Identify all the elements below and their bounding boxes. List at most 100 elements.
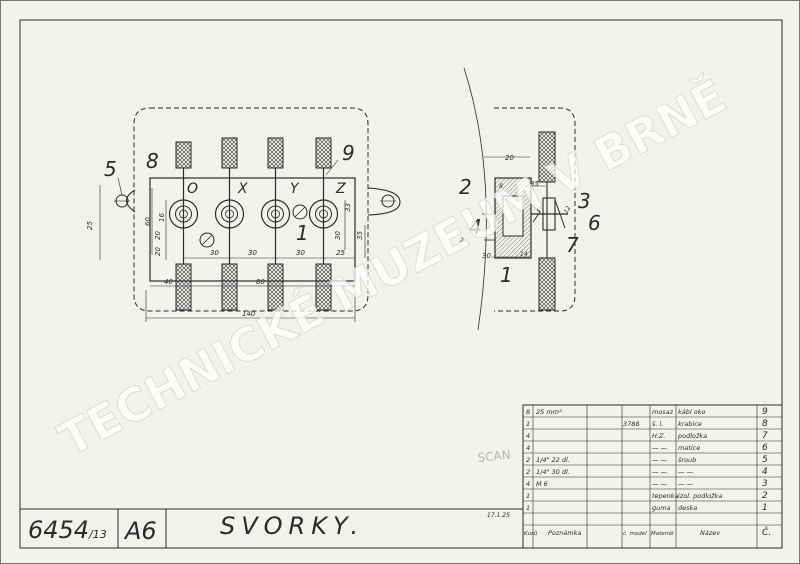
svg-text:20: 20 <box>505 154 514 162</box>
table-cell-name: krabice <box>678 420 702 428</box>
parts-rows: 8 25 mm² mosaz kábl oko 9 1 3788 š. l. krabice 8 4… <box>526 407 768 513</box>
nut-side <box>542 197 556 231</box>
svg-text:20: 20 <box>154 231 162 240</box>
svg-text:20: 20 <box>154 247 162 256</box>
table-cell-qty: 2 <box>526 468 530 476</box>
svg-text:80: 80 <box>256 278 265 286</box>
table-cell-pos: 9 <box>762 407 768 417</box>
table-cell-spec: M 6 <box>536 480 548 488</box>
terminal-box-front-view <box>99 107 401 322</box>
svg-text:2: 2 <box>460 237 464 244</box>
table-cell-mat: H.Z. <box>652 432 665 440</box>
table-cell-pos: 5 <box>762 455 768 465</box>
svg-text:č. model: č. model <box>623 530 647 537</box>
terminal-label-x: X <box>237 181 248 197</box>
museum-watermark: TECHNICKÉ MUZEUM V BRNĚ <box>50 69 735 467</box>
svg-text:Kusů: Kusů <box>524 530 538 537</box>
table-cell-qty: 1 <box>526 492 530 500</box>
left-lug <box>125 189 136 213</box>
table-cell-qty: 2 <box>526 456 530 464</box>
table-cell-qty: 8 <box>526 408 530 416</box>
terminal-label-o: O <box>187 181 198 197</box>
svg-text:Poznámka: Poznámka <box>548 529 582 537</box>
table-cell-qty: 1 <box>526 504 530 512</box>
svg-text:35: 35 <box>356 231 364 240</box>
right-lug <box>367 187 401 216</box>
parts-list-table <box>522 404 783 549</box>
dimension-texts-left: 25 60 16 20 20 30 30 30 25 33 35 30 40 8… <box>86 203 364 318</box>
table-cell-mat: š. l. <box>652 420 663 428</box>
table-cell-pos: 6 <box>762 443 768 453</box>
table-cell-qty: 1 <box>526 420 530 428</box>
svg-text:33: 33 <box>344 203 352 212</box>
table-cell-qty: 4 <box>526 480 530 488</box>
callout-9: 9 <box>342 141 355 165</box>
svg-text:35: 35 <box>530 180 539 188</box>
drawing-title: SVORKY. <box>220 512 364 540</box>
callout-1: 1 <box>296 221 309 245</box>
table-cell-name: podložka <box>677 432 707 440</box>
terminal-z <box>308 137 339 311</box>
cover-outline <box>133 107 369 312</box>
terminal-label-z: Z <box>335 181 346 197</box>
table-cell-mat: tepenka <box>652 492 679 500</box>
svg-text:12: 12 <box>563 205 573 215</box>
callout-1-side: 1 <box>500 263 513 287</box>
callout-2: 2 <box>459 175 472 199</box>
svg-text:30: 30 <box>296 249 305 257</box>
callout-4: 4 <box>469 215 482 239</box>
table-cell-pos: 2 <box>762 491 768 501</box>
svg-text:30: 30 <box>482 252 491 260</box>
drawing-number-suffix: /13 <box>88 528 107 541</box>
table-cell-no: 3788 <box>623 420 640 428</box>
table-cell-mat: guma <box>652 504 671 512</box>
table-cell-name: — — <box>678 468 694 476</box>
svg-text:8: 8 <box>499 183 503 190</box>
terminal-studs <box>168 137 339 311</box>
table-cell-qty: 4 <box>526 444 530 452</box>
table-cell-name: matice <box>678 444 700 452</box>
table-cell-mat: — — <box>652 456 668 464</box>
table-cell-pos: 8 <box>762 419 768 429</box>
table-cell-name: šroub <box>678 456 696 464</box>
svg-text:Č.: Č. <box>762 526 771 538</box>
terminal-y <box>260 137 291 311</box>
fixing-screw <box>199 232 215 248</box>
table-cell-mat: mosaz <box>652 408 674 416</box>
housing-break-line <box>463 67 487 331</box>
svg-text:Název: Název <box>700 529 720 537</box>
table-cell-mat: — — <box>652 468 668 476</box>
svg-text:30: 30 <box>248 249 257 257</box>
terminal-x <box>214 137 245 311</box>
date: 17.1.25 <box>487 512 510 519</box>
callout-7: 7 <box>566 233 579 257</box>
side-view-texts: 2 4 1 3 6 7 20 35 30 8 14 12 2 <box>459 154 601 287</box>
parts-header: Kusů Poznámka č. model Materiál Název Č.… <box>487 512 771 538</box>
fixing-screw <box>292 204 308 220</box>
table-cell-spec: 25 mm² <box>536 408 562 416</box>
svg-text:30: 30 <box>334 231 342 240</box>
faint-stamp: SCAN <box>477 448 511 465</box>
table-cell-spec: 1/4" 22 dl. <box>536 456 570 464</box>
svg-text:40: 40 <box>164 278 173 286</box>
table-cell-pos: 3 <box>762 479 768 489</box>
dimension-lines <box>99 177 366 322</box>
table-cell-name: kábl oko <box>678 408 705 416</box>
terminal-plate <box>149 177 356 282</box>
svg-text:60: 60 <box>144 217 152 226</box>
cable-lug-bottom <box>538 257 556 311</box>
svg-text:Materiál: Materiál <box>651 530 674 537</box>
svg-text:16: 16 <box>158 213 166 222</box>
svg-text:30: 30 <box>210 249 219 257</box>
border-frame <box>19 19 783 549</box>
svg-text:25: 25 <box>336 249 345 257</box>
svg-text:25: 25 <box>86 221 94 230</box>
drawing-designation: A6 <box>123 517 157 545</box>
table-cell-mat: — — <box>652 480 668 488</box>
table-cell-name: izol. podložka <box>678 492 722 500</box>
table-cell-pos: 4 <box>762 467 768 477</box>
title-block <box>20 508 523 548</box>
table-cell-name: — — <box>678 480 694 488</box>
